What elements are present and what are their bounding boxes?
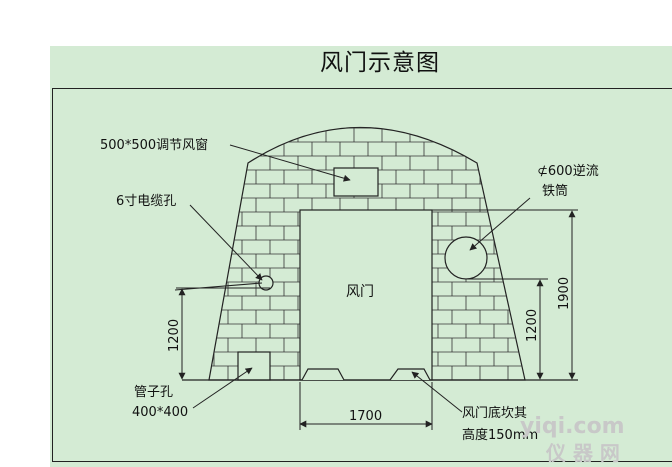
label-pipe-line2: 铁筒 xyxy=(542,183,568,199)
door-sill-left xyxy=(301,368,345,381)
label-pipe-hole-size: 400*400 xyxy=(132,405,188,420)
label-pipe-hole: 管子孔 xyxy=(134,385,173,400)
label-pipe: ⊄600逆流 xyxy=(537,163,599,179)
leader-sill xyxy=(411,371,463,413)
pipe-hole xyxy=(237,351,271,381)
counterflow-pipe xyxy=(444,236,488,280)
watermark-domain: yiqi.com xyxy=(520,414,625,439)
leader-window xyxy=(229,144,351,182)
label-cable-hole: 6寸电缆孔 xyxy=(116,193,176,209)
dim-text-1700: 1700 xyxy=(349,409,382,424)
leader-cable-left xyxy=(189,204,263,281)
leader-cable-extra xyxy=(174,282,263,291)
dim-text-1900: 1900 xyxy=(557,277,572,310)
dim-text-left-1200: 1200 xyxy=(167,319,182,352)
label-sill: 风门底坎其 xyxy=(462,405,527,421)
door-sill-right xyxy=(389,368,431,381)
watermark-name: 仪 器 网 xyxy=(545,441,620,465)
door-opening xyxy=(299,209,433,381)
regulator-window xyxy=(333,167,379,197)
label-sill-height: 高度150mm xyxy=(462,427,538,443)
label-door: 风门 xyxy=(346,284,374,300)
leader-pipe-hole xyxy=(192,367,253,409)
drawing-frame xyxy=(52,88,672,462)
diagram-title: 风门示意图 xyxy=(320,50,440,76)
dim-text-right-1200: 1200 xyxy=(525,309,540,342)
label-window: 500*500调节风窗 xyxy=(100,137,208,153)
leader-pipe xyxy=(469,197,531,251)
